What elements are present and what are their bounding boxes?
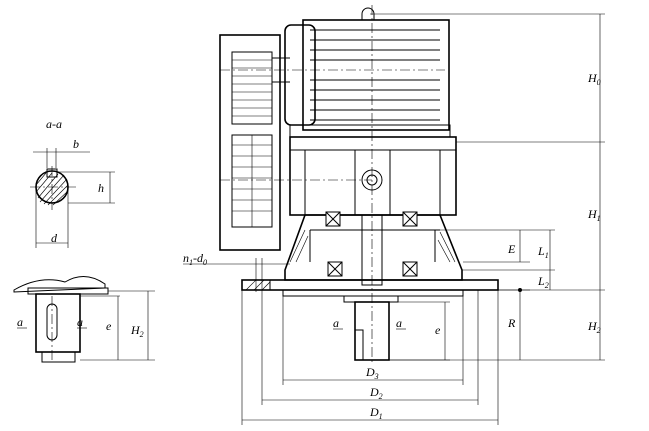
lifting-eye [361,7,375,20]
bearings [325,211,418,277]
main-section-mark-right: a [396,316,402,330]
upper-pulley [231,51,273,125]
dim-E: E [507,242,516,256]
dim-L1: L1 [537,244,549,260]
dim-e-main: e [435,323,441,337]
output-shaft-upper [361,214,383,286]
main-section-mark-left: a [333,316,339,330]
dim-D1: D1 [369,405,383,421]
dim-h: h [98,181,104,195]
main-assembly-view: a a n1-d0 D1 D2 D3 e E L1 [183,5,605,425]
shaft-section-mark-left: a [17,315,23,329]
dim-d: d [51,231,58,245]
motor-flange [289,124,451,138]
dim-H2-shaft: H2 [130,323,144,339]
dim-b: b [73,137,79,151]
section-view-a-a: a-a b h d [30,117,115,248]
shaft-section-mark-right: a [77,315,83,329]
dim-e-shaft: e [106,319,112,333]
dim-D3: D3 [365,365,379,381]
dim-H0: H0 [587,71,601,87]
motor-body [302,19,450,131]
dim-L2: L2 [537,274,549,290]
dim-H1: H1 [587,207,601,223]
belt-guard [219,34,281,251]
dim-R: R [507,316,516,330]
dim-D2: D2 [369,385,383,401]
dim-H2: H2 [587,319,601,335]
shaft-view: a a e H2 [13,276,155,363]
output-key [354,329,364,361]
dim-holes: n1-d0 [183,251,207,267]
gearbox-housing [289,136,457,216]
section-label: a-a [46,117,62,131]
